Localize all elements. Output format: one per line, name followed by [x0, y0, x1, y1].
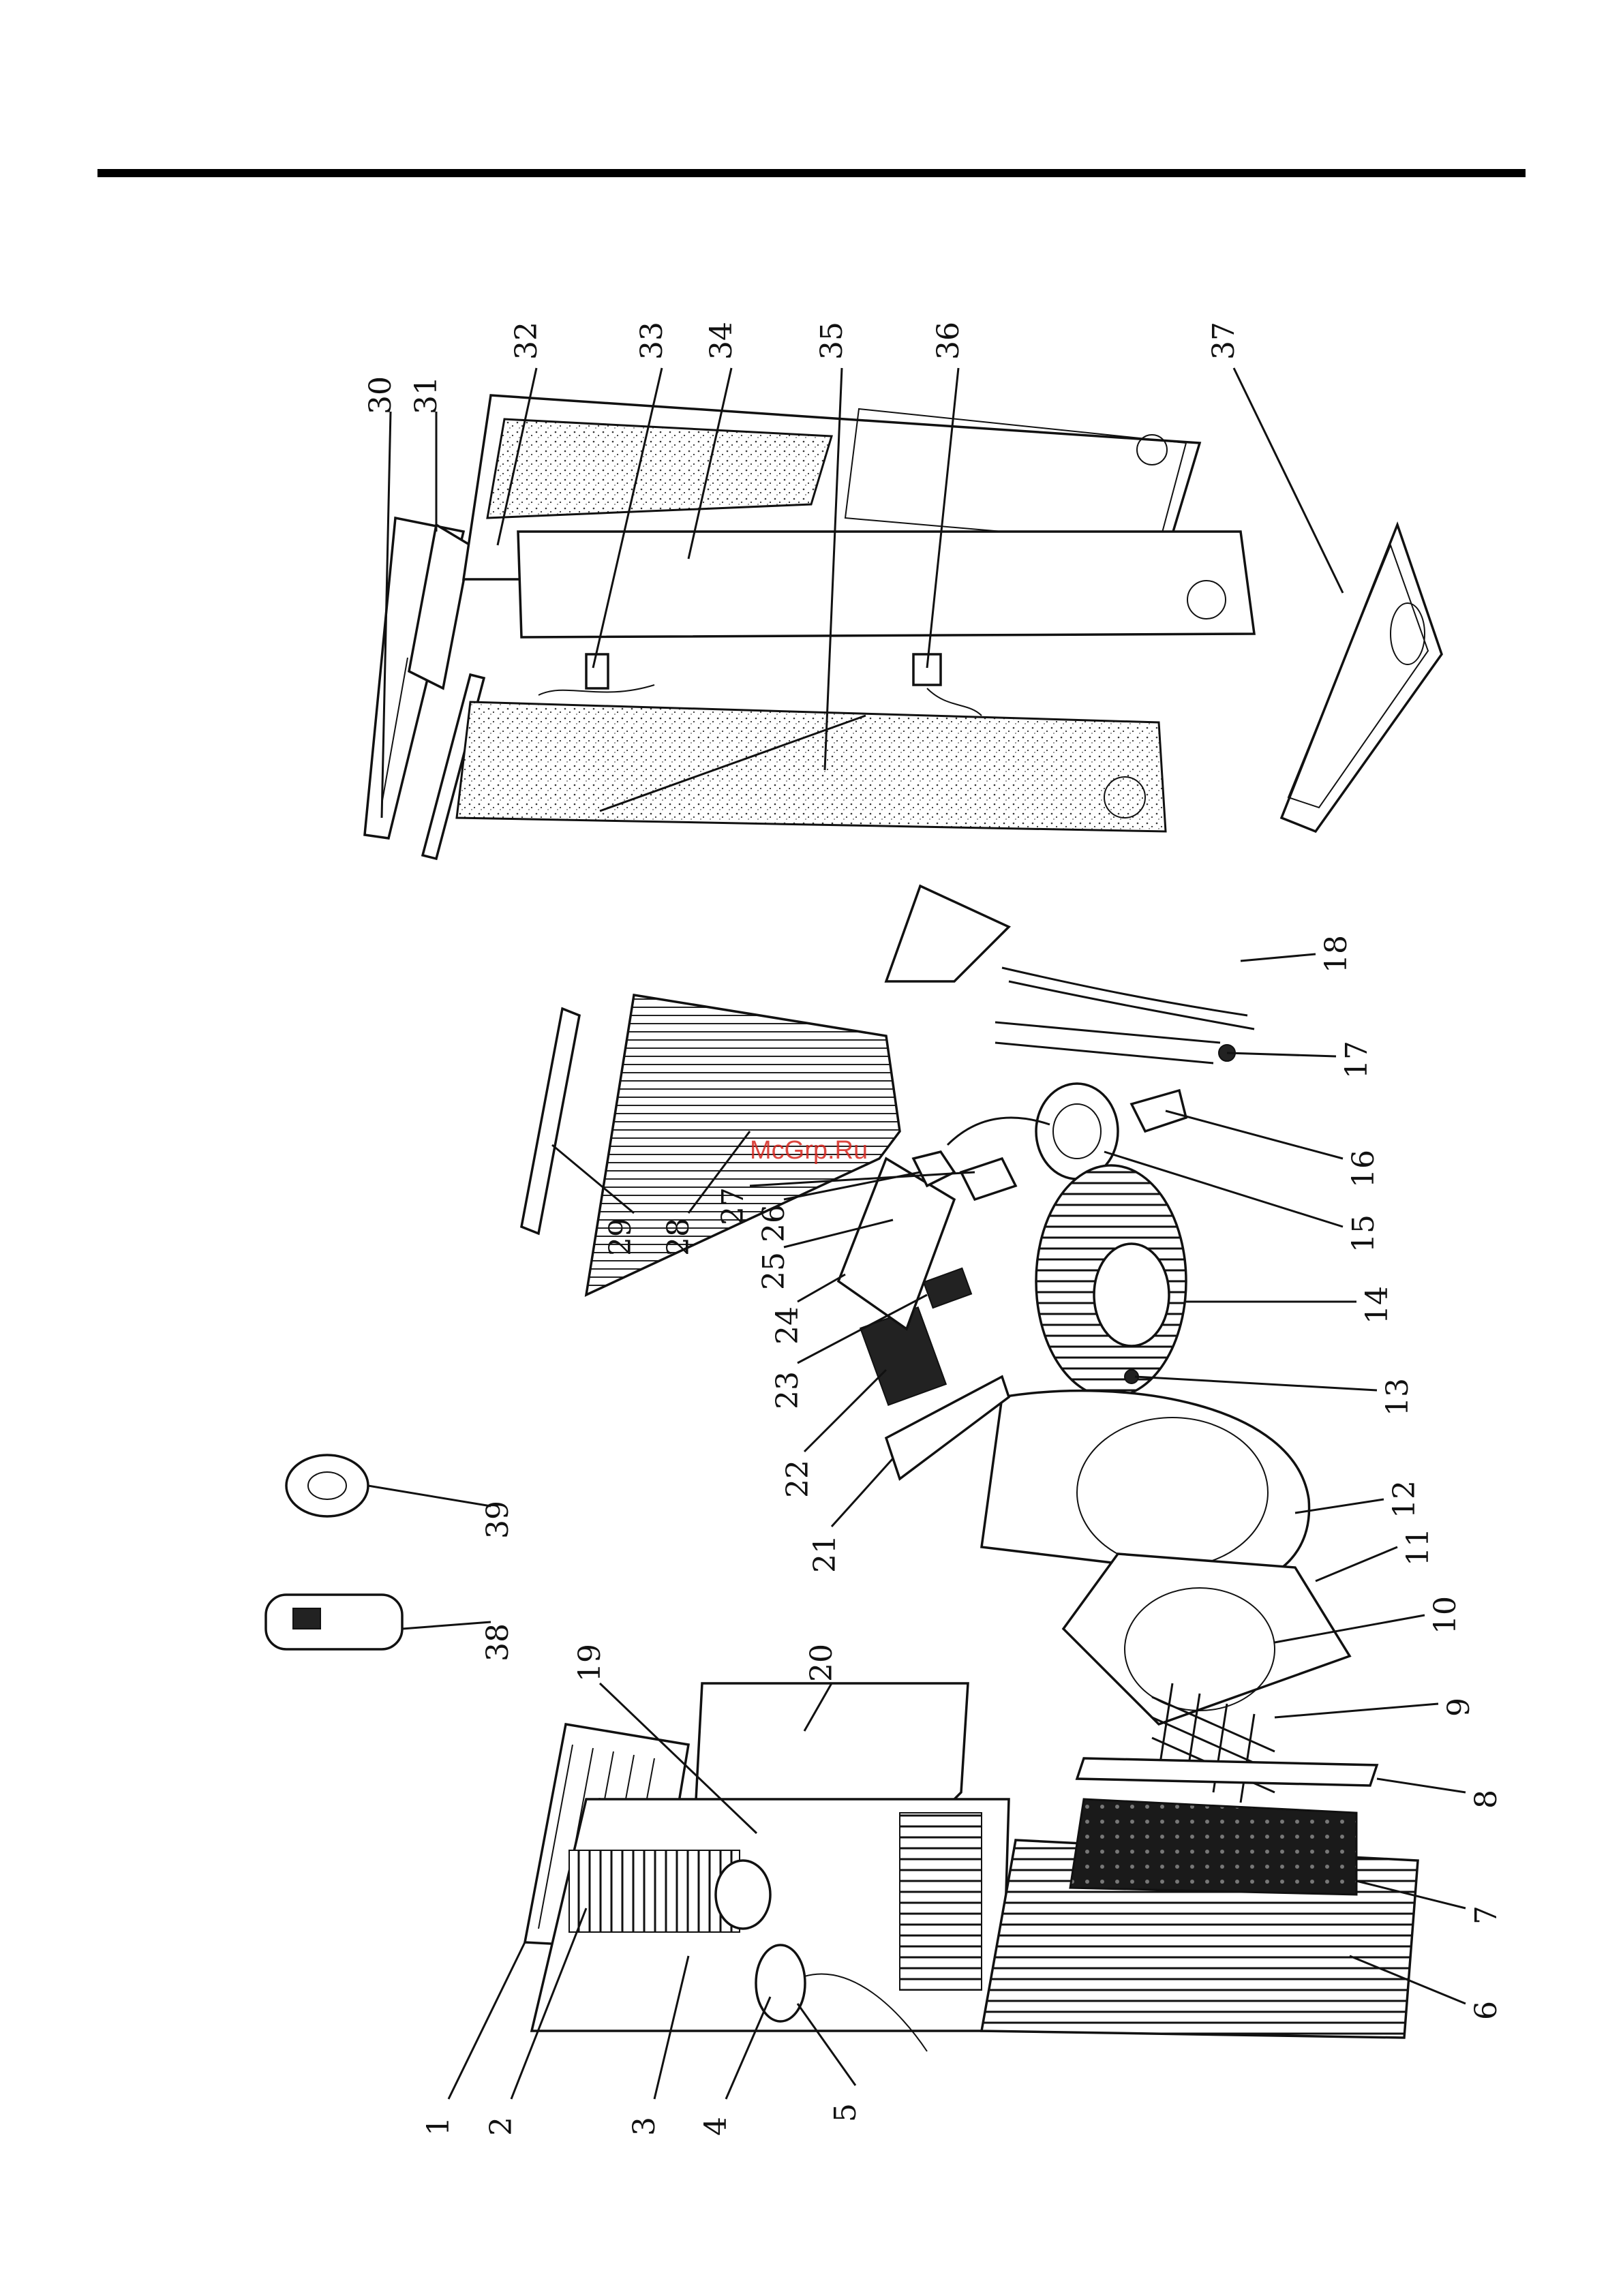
part-33-bracket — [586, 654, 608, 688]
callout-12: 12 — [1387, 1480, 1422, 1518]
watermark-text: McGrp.Ru — [750, 1136, 868, 1165]
part-8-strip — [1077, 1758, 1377, 1786]
callout-32: 32 — [509, 322, 544, 360]
callout-27: 27 — [716, 1187, 750, 1225]
callout-21: 21 — [808, 1535, 843, 1573]
callout-37: 37 — [1207, 322, 1241, 360]
callout-24: 24 — [770, 1306, 805, 1345]
callout-3: 3 — [627, 2117, 662, 2136]
callout-14: 14 — [1360, 1286, 1395, 1324]
part-23-terminal — [924, 1268, 971, 1308]
callout-19: 19 — [573, 1644, 607, 1682]
callout-5: 5 — [828, 2103, 863, 2122]
callout-38: 38 — [481, 1623, 515, 1662]
part-27-cover — [961, 1159, 1016, 1199]
callout-31: 31 — [409, 376, 444, 414]
callout-25: 25 — [757, 1252, 791, 1290]
callout-34: 34 — [704, 322, 739, 360]
callout-6: 6 — [1469, 2001, 1504, 2020]
callout-35: 35 — [815, 322, 849, 360]
callout-7: 7 — [1469, 1905, 1504, 1925]
callout-10: 10 — [1428, 1596, 1463, 1634]
part-34-inner-panel — [518, 532, 1254, 637]
part-38-remote — [266, 1595, 402, 1649]
callout-36: 36 — [931, 322, 966, 360]
callout-16: 16 — [1346, 1150, 1381, 1188]
callout-13: 13 — [1380, 1378, 1415, 1416]
callout-15: 15 — [1346, 1214, 1381, 1253]
part-17-pipe — [995, 1022, 1220, 1043]
part-35-side-panel — [457, 702, 1166, 831]
callout-29: 29 — [603, 1218, 638, 1256]
callout-2: 2 — [484, 2117, 519, 2136]
callout-33: 33 — [635, 322, 669, 360]
callout-26: 26 — [757, 1204, 791, 1242]
callout-22: 22 — [780, 1460, 815, 1498]
part-11-mount-plate — [1063, 1554, 1350, 1724]
part-7-filter — [1070, 1799, 1356, 1895]
part-37-base-plate — [1281, 525, 1442, 831]
callout-17: 17 — [1339, 1041, 1374, 1079]
callout-4: 4 — [699, 2117, 733, 2136]
part-16-clamp — [1132, 1090, 1186, 1131]
part-18-drain-tray — [886, 886, 1009, 981]
part-4-display — [756, 1945, 805, 2021]
callout-9: 9 — [1442, 1698, 1476, 1717]
callout-30: 30 — [363, 376, 398, 414]
part-29-bracket — [521, 1009, 579, 1234]
mechanism-group — [521, 886, 1350, 1803]
callout-39: 39 — [481, 1501, 515, 1539]
callout-23: 23 — [770, 1371, 805, 1409]
callout-8: 8 — [1469, 1790, 1504, 1809]
callout-28: 28 — [661, 1218, 696, 1256]
part-39-holder — [286, 1455, 368, 1516]
callout-1: 1 — [421, 2117, 456, 2136]
callout-18: 18 — [1319, 935, 1354, 973]
callout-20: 20 — [804, 1644, 839, 1682]
header-rule — [97, 169, 1526, 177]
callout-11: 11 — [1401, 1528, 1436, 1566]
